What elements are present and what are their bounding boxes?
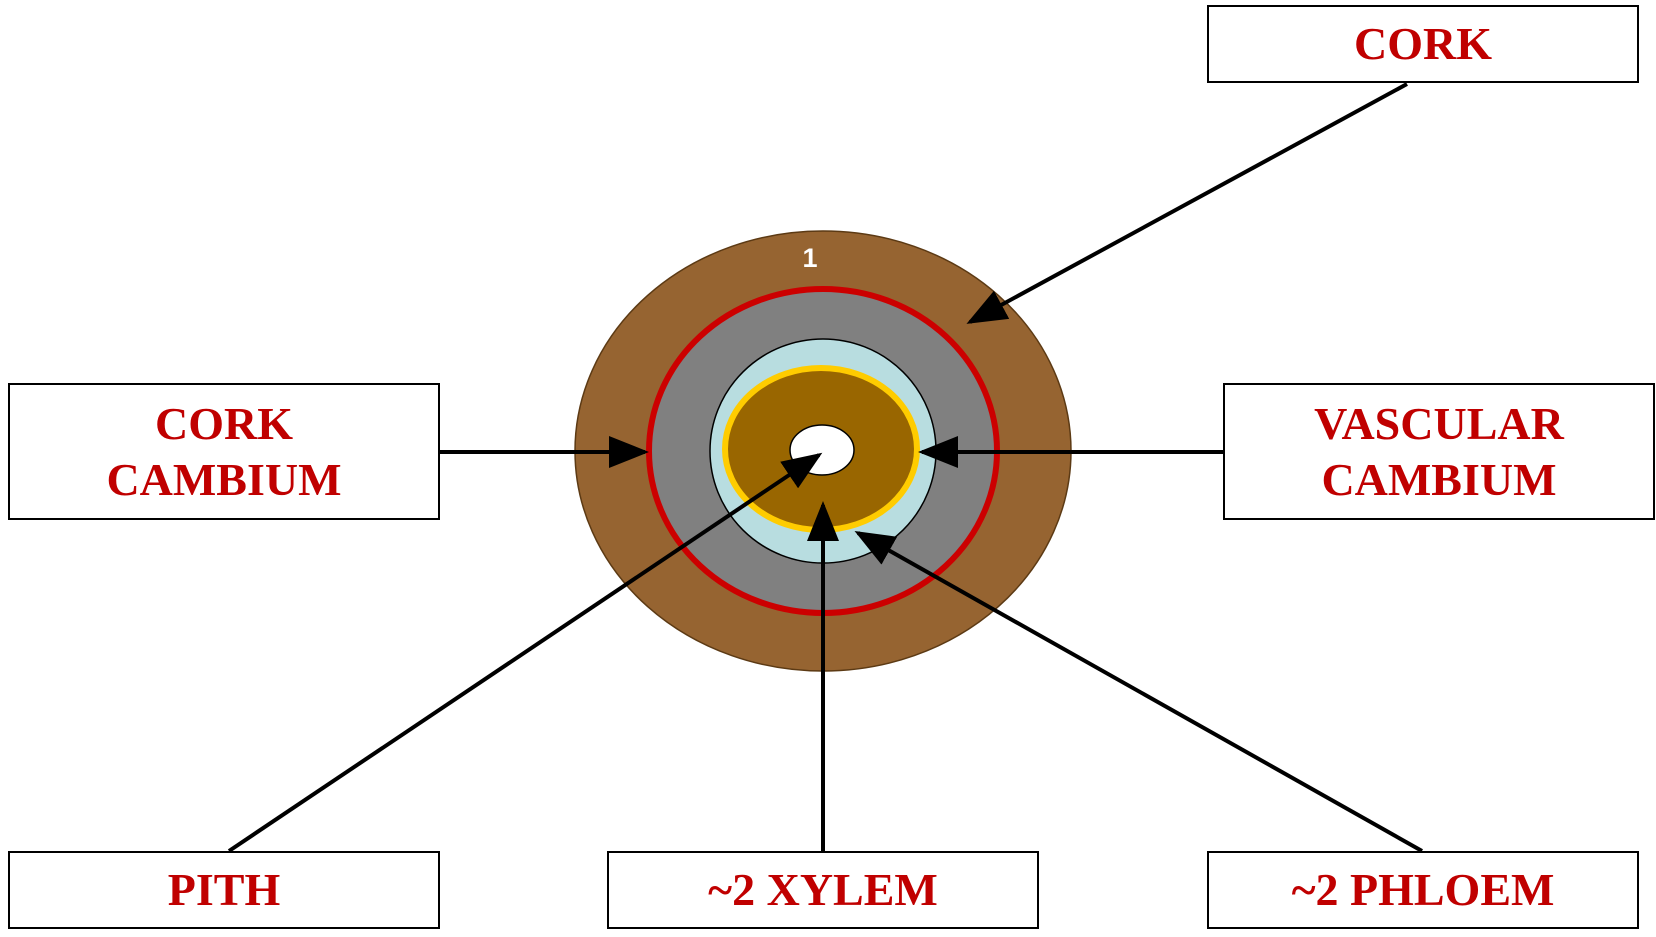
label-secondary-phloem-line-1: ~2 PHLOEM (1291, 864, 1555, 915)
label-cork-cambium: CORK CAMBIUM (8, 383, 440, 520)
arrow-secondary-phloem (854, 531, 1423, 853)
label-secondary-xylem: ~2 XYLEM (607, 851, 1039, 929)
arrow-pith (227, 452, 823, 853)
label-secondary-xylem-line-1: ~2 XYLEM (708, 864, 938, 915)
label-cork-cambium-line-1: CORK (154, 397, 293, 449)
label-vascular-cambium: VASCULAR CAMBIUM (1223, 383, 1655, 520)
label-vascular-cambium-line-1: VASCULAR (1314, 397, 1564, 449)
growth-ring-number: 1 (802, 243, 817, 273)
arrow-cork (966, 82, 1408, 324)
label-pith-line-1: PITH (167, 864, 281, 915)
label-cork-line-1: CORK (1354, 18, 1492, 69)
label-pith: PITH (8, 851, 440, 929)
label-cork-cambium-line-2: CAMBIUM (106, 453, 342, 505)
label-vascular-cambium-line-2: CAMBIUM (1321, 453, 1557, 505)
label-cork: CORK (1207, 5, 1639, 83)
label-secondary-phloem: ~2 PHLOEM (1207, 851, 1639, 929)
